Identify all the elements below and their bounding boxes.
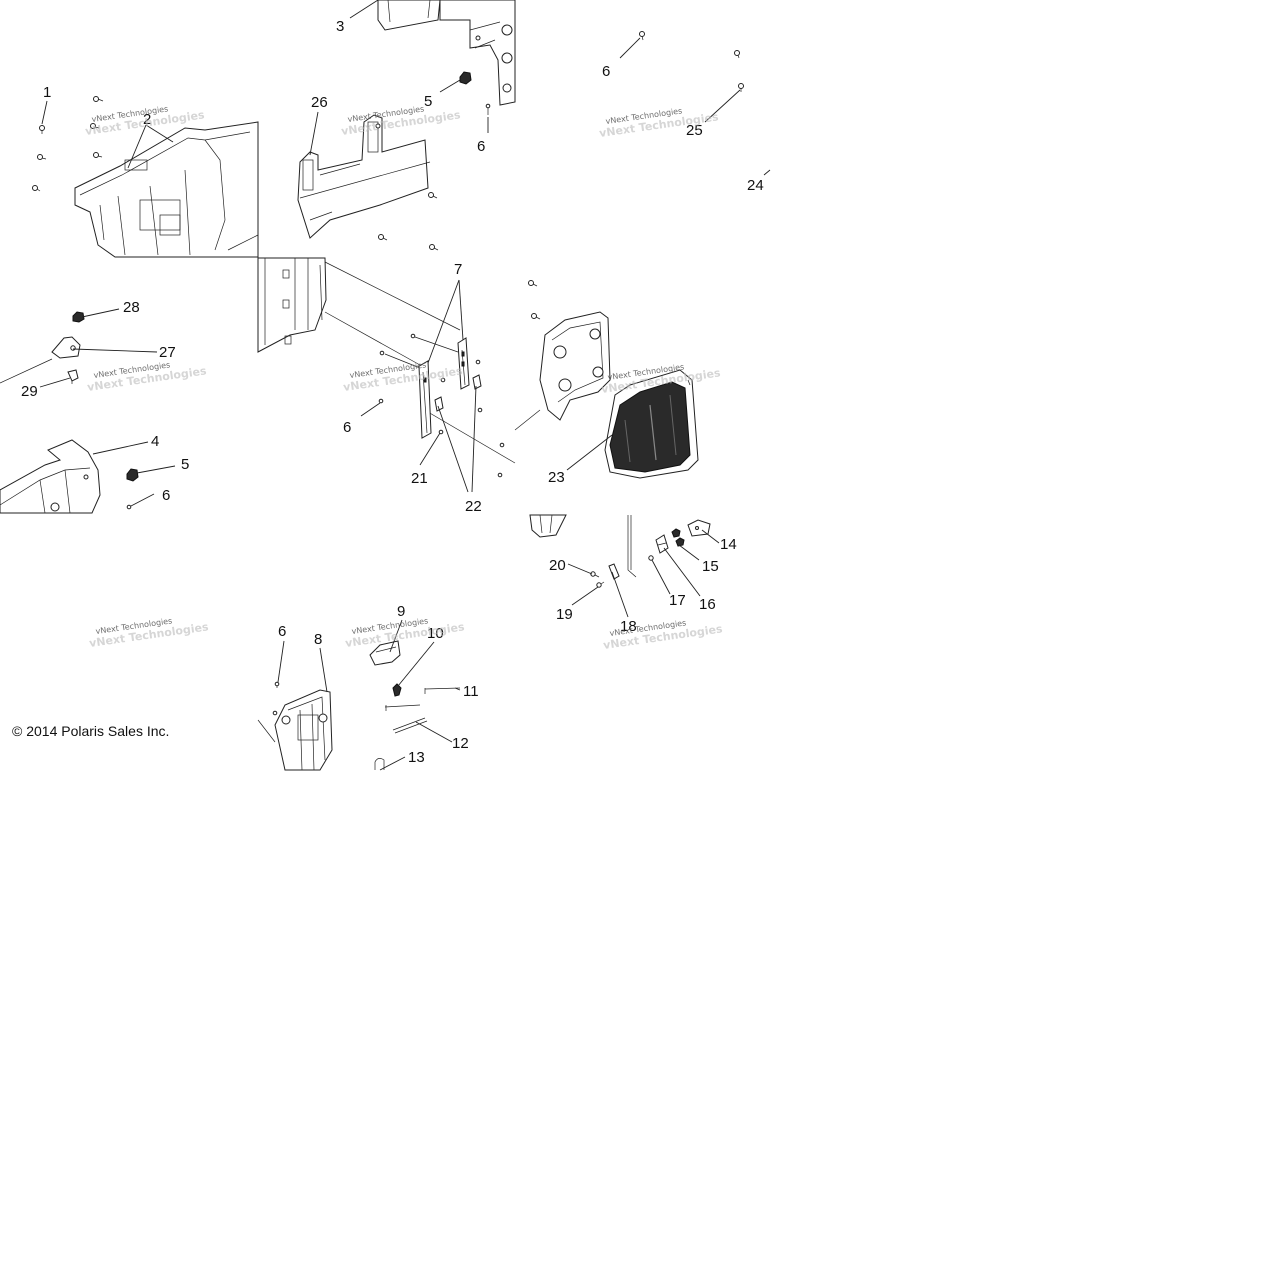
callout-label: 24 <box>747 177 764 194</box>
watermark: vNext Technologies vNext Technologies <box>86 360 207 394</box>
watermark: vNext Technologies vNext Technologies <box>340 104 461 138</box>
callout-label: 6 <box>477 138 485 155</box>
callout-label: 4 <box>151 433 159 450</box>
callout-label: 6 <box>602 63 610 80</box>
panel-seat-base <box>32 96 259 258</box>
callout-label: 27 <box>159 344 176 361</box>
callout-label: 10 <box>427 625 444 642</box>
callout-labels: 1 2 3 4 5 5 6 6 6 6 6 6 7 8 9 10 11 12 1… <box>21 18 764 766</box>
callout-label: 2 <box>143 111 151 128</box>
copyright-notice: © 2014 Polaris Sales Inc. <box>12 723 170 739</box>
callout-label: 12 <box>452 735 469 752</box>
callout-label: 8 <box>314 631 322 648</box>
callout-label: 7 <box>454 261 462 278</box>
panel-frame-lower <box>0 439 139 514</box>
callout-label: 6 <box>278 623 286 640</box>
callout-label: 23 <box>548 469 565 486</box>
callout-label: 13 <box>408 749 425 766</box>
panel-lower-back <box>257 640 461 771</box>
callout-label: 5 <box>424 93 432 110</box>
callout-label: 16 <box>699 596 716 613</box>
watermark: vNext Technologies vNext Technologies <box>88 616 209 650</box>
callout-label: 9 <box>397 603 405 620</box>
callout-label: 20 <box>549 557 566 574</box>
panel-backrest <box>514 280 699 479</box>
callout-label: 11 <box>463 683 479 700</box>
callout-label: 21 <box>411 470 428 487</box>
callout-label: 15 <box>702 558 719 575</box>
callout-label: 6 <box>343 419 351 436</box>
callout-label: 14 <box>720 536 737 553</box>
panel-strap-clip <box>0 311 85 384</box>
callout-label: 3 <box>336 18 344 35</box>
callout-label: 29 <box>21 383 38 400</box>
callout-label: 6 <box>162 487 170 504</box>
panel-handle-bracket <box>297 0 516 251</box>
callout-label: 22 <box>465 498 482 515</box>
callout-label: 19 <box>556 606 573 623</box>
callout-label: 25 <box>686 122 703 139</box>
panel-rails <box>257 257 516 478</box>
panel-latch-hardware <box>529 514 711 588</box>
callout-label: 18 <box>620 618 637 635</box>
callout-label: 28 <box>123 299 140 316</box>
panel-screws-right <box>639 31 744 92</box>
callout-label: 17 <box>669 592 686 609</box>
callout-label: 5 <box>181 456 189 473</box>
callout-label: 1 <box>43 84 51 101</box>
leader-lines <box>39 0 771 771</box>
callout-label: 26 <box>311 94 328 111</box>
